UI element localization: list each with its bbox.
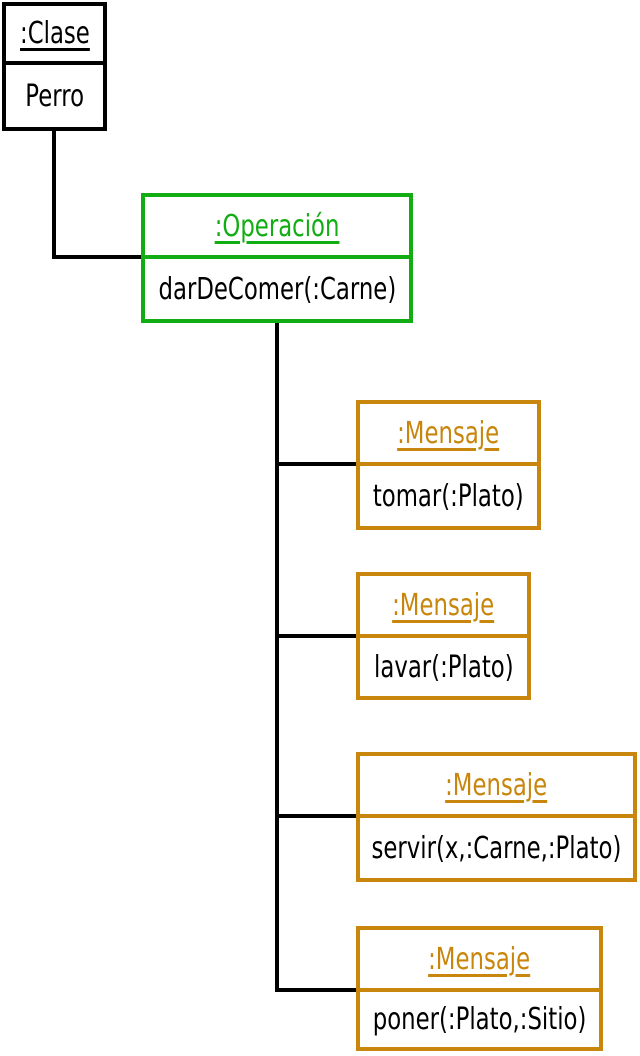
clase-body: Perro <box>25 78 84 114</box>
mensaje-lavar-title: :Mensaje <box>392 587 495 623</box>
operacion-body-compartment: darDeComer(:Carne) <box>145 259 409 319</box>
mensaje-servir-title-compartment: :Mensaje <box>360 756 633 818</box>
clase-box: :Clase Perro <box>2 2 107 131</box>
mensaje-tomar-title: :Mensaje <box>397 415 500 451</box>
operacion-title-compartment: :Operación <box>145 197 409 259</box>
mensaje-servir-body-compartment: servir(x,:Carne,:Plato) <box>360 818 633 878</box>
mensaje-tomar-body: tomar(:Plato) <box>373 478 524 514</box>
mensaje-poner-body-compartment: poner(:Plato,:Sitio) <box>360 992 599 1047</box>
connector-branch-servir <box>275 814 360 818</box>
mensaje-servir-body: servir(x,:Carne,:Plato) <box>371 830 622 866</box>
mensaje-poner-title: :Mensaje <box>428 941 531 977</box>
connector-clase-vertical <box>52 131 56 259</box>
mensaje-tomar-body-compartment: tomar(:Plato) <box>360 466 537 526</box>
clase-body-compartment: Perro <box>6 65 103 127</box>
mensaje-box-poner: :Mensaje poner(:Plato,:Sitio) <box>356 926 603 1051</box>
connector-branch-lavar <box>275 634 360 638</box>
mensaje-lavar-body-compartment: lavar(:Plato) <box>360 638 527 696</box>
mensaje-box-lavar: :Mensaje lavar(:Plato) <box>356 572 531 700</box>
connector-branch-tomar <box>275 462 360 466</box>
connector-operacion-trunk <box>275 323 279 992</box>
connector-branch-poner <box>275 988 360 992</box>
clase-title: :Clase <box>19 16 90 51</box>
operacion-body: darDeComer(:Carne) <box>158 271 396 307</box>
mensaje-tomar-title-compartment: :Mensaje <box>360 404 537 466</box>
mensaje-servir-title: :Mensaje <box>445 767 548 803</box>
mensaje-lavar-title-compartment: :Mensaje <box>360 576 527 638</box>
mensaje-poner-body: poner(:Plato,:Sitio) <box>372 1002 587 1037</box>
connector-clase-horizontal <box>52 255 145 259</box>
clase-title-compartment: :Clase <box>6 6 103 65</box>
mensaje-box-servir: :Mensaje servir(x,:Carne,:Plato) <box>356 752 637 882</box>
operacion-title: :Operación <box>214 208 340 244</box>
mensaje-lavar-body: lavar(:Plato) <box>373 649 514 685</box>
operacion-box: :Operación darDeComer(:Carne) <box>141 193 413 323</box>
mensaje-poner-title-compartment: :Mensaje <box>360 930 599 992</box>
mensaje-box-tomar: :Mensaje tomar(:Plato) <box>356 400 541 530</box>
